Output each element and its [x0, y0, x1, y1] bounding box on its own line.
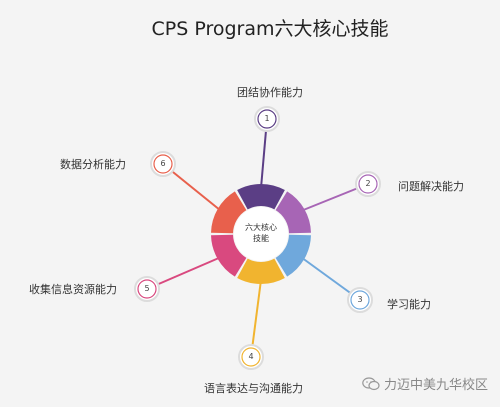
- skill-segment: [275, 234, 311, 277]
- skill-node-ring: [257, 109, 277, 129]
- skill-number: 4: [248, 352, 254, 361]
- skill-node-ring: [358, 174, 378, 194]
- skill-segment: [275, 191, 311, 234]
- skill-number: 2: [365, 179, 371, 188]
- skill-node-ring: [153, 154, 173, 174]
- skill-number: 6: [160, 159, 166, 168]
- skill-label: 收集信息资源能力: [29, 283, 117, 296]
- center-circle: [234, 207, 288, 261]
- skill-node-ring: [137, 279, 157, 299]
- skill-segment: [237, 184, 285, 210]
- diagram-title: CPS Program六大核心技能: [151, 18, 389, 40]
- skill-number: 3: [357, 295, 363, 304]
- skill-label: 数据分析能力: [60, 158, 126, 171]
- wechat-icon: [362, 376, 380, 390]
- skill-segment: [237, 258, 285, 284]
- watermark-text: 力迈中美九华校区: [383, 378, 488, 393]
- skill-label: 语言表达与沟通能力: [204, 382, 303, 395]
- watermark: 力迈中美九华校区: [362, 374, 488, 393]
- skill-node-ring: [350, 290, 370, 310]
- skill-node-ring: [241, 347, 261, 367]
- center-label: 六大核心 技能: [245, 223, 277, 243]
- skill-number: 1: [264, 114, 270, 123]
- skill-label: 团结协作能力: [237, 86, 303, 99]
- skill-label: 问题解决能力: [398, 180, 464, 193]
- connector-line: [146, 256, 222, 290]
- skill-segment: [211, 191, 247, 234]
- skill-label: 学习能力: [387, 298, 431, 311]
- skill-number: 5: [144, 284, 150, 293]
- skill-segment: [211, 234, 247, 277]
